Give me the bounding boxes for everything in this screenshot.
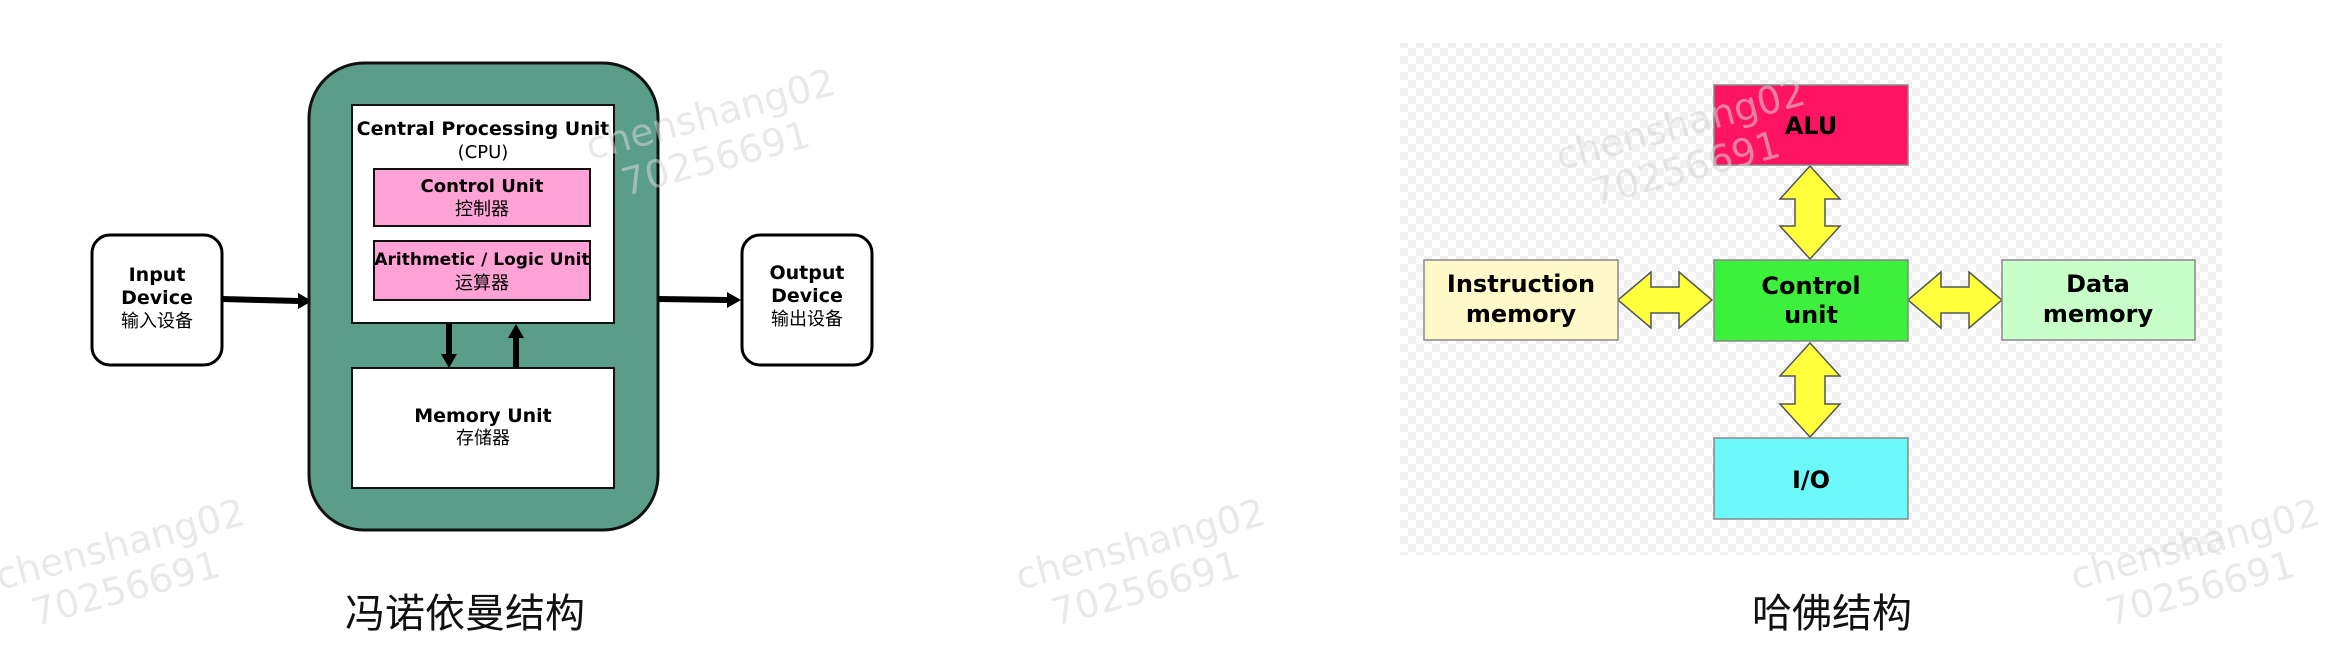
cpu-title: Central Processing Unit bbox=[357, 118, 610, 140]
io-box: I/O bbox=[1713, 437, 1909, 520]
alu-label: Arithmetic / Logic Unit bbox=[374, 250, 589, 270]
memory-unit-box: Memory Unit 存储器 bbox=[351, 367, 615, 489]
data-memory-label-2: memory bbox=[2043, 300, 2154, 328]
output-device-label-1: Output bbox=[770, 262, 845, 284]
memory-unit-label-zh: 存储器 bbox=[456, 428, 510, 449]
instruction-memory-label-1: Instruction bbox=[1447, 270, 1595, 298]
input-device-label-zh: 输入设备 bbox=[121, 311, 193, 332]
output-device-label-zh: 输出设备 bbox=[771, 309, 843, 330]
alu-box: Arithmetic / Logic Unit 运算器 bbox=[373, 240, 591, 301]
cpu-box: Central Processing Unit (CPU) Control Un… bbox=[351, 104, 615, 324]
control-io-arrow bbox=[1778, 341, 1842, 439]
instruction-memory-box: Instruction memory bbox=[1423, 259, 1619, 341]
instruction-control-arrow bbox=[1616, 270, 1714, 330]
harvard-control-unit-box: Control unit bbox=[1713, 259, 1909, 342]
control-unit-label: Control Unit bbox=[421, 176, 544, 197]
input-arrow bbox=[221, 293, 312, 309]
memory-unit-label: Memory Unit bbox=[414, 405, 552, 427]
input-device-label-2: Device bbox=[121, 287, 193, 309]
cpu-memory-arrows bbox=[441, 324, 524, 368]
instruction-memory-label-2: memory bbox=[1466, 300, 1577, 328]
harvard-diagram: ALU Control unit Instruction memory Data… bbox=[1400, 43, 2222, 637]
watermark: chenshang02 70256691 bbox=[0, 490, 250, 635]
data-memory-label-1: Data bbox=[2066, 270, 2130, 298]
output-arrow bbox=[657, 292, 741, 308]
output-device-box: Output Device 输出设备 bbox=[740, 233, 874, 367]
control-unit-box: Control Unit 控制器 bbox=[373, 168, 591, 227]
alu-control-arrow bbox=[1778, 164, 1842, 261]
von-neumann-diagram: Input Device 输入设备 Central Processing Uni… bbox=[90, 61, 874, 637]
control-unit-label-zh: 控制器 bbox=[455, 199, 509, 220]
io-label: I/O bbox=[1792, 466, 1830, 494]
alu-label-zh: 运算器 bbox=[455, 273, 509, 294]
harvard-control-label-1: Control bbox=[1761, 272, 1860, 300]
von-neumann-caption: 冯诺依曼结构 bbox=[345, 591, 585, 637]
harvard-alu-box: ALU bbox=[1713, 84, 1909, 166]
input-device-box: Input Device 输入设备 bbox=[90, 233, 224, 367]
cpu-subtitle: (CPU) bbox=[458, 142, 509, 163]
input-device-label-1: Input bbox=[129, 264, 186, 286]
harvard-control-label-2: unit bbox=[1784, 301, 1838, 329]
data-memory-box: Data memory bbox=[2001, 259, 2196, 341]
harvard-alu-label: ALU bbox=[1785, 112, 1838, 140]
watermark: chenshang02 70256691 bbox=[1011, 490, 1270, 635]
output-device-label-2: Device bbox=[771, 285, 843, 307]
harvard-caption: 哈佛结构 bbox=[1752, 591, 1912, 637]
